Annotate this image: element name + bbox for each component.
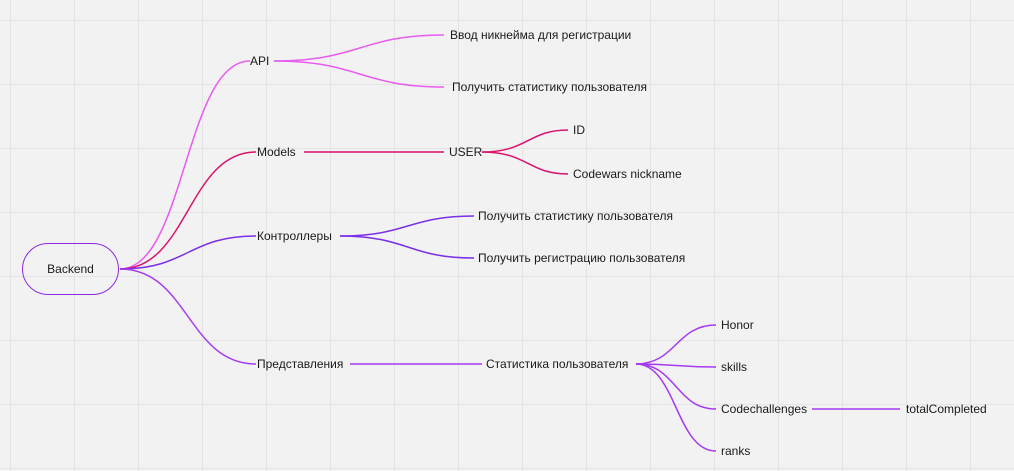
connector-stats-ranks — [635, 363, 717, 452]
node-controllers-get-registration[interactable]: Получить регистрацию пользователя — [478, 251, 686, 265]
node-api[interactable]: API — [250, 54, 270, 68]
connector-stats-codechallenges — [635, 363, 717, 410]
node-views[interactable]: Представления — [257, 357, 344, 371]
node-api-get-stats[interactable]: Получить статистику пользователя — [452, 80, 647, 94]
connector-user-id — [481, 129, 569, 153]
connector-root-views — [119, 268, 257, 365]
connector-root-api — [119, 60, 251, 270]
connector-api-child-1 — [273, 34, 445, 62]
connector-root-controllers — [119, 235, 257, 270]
node-user-id[interactable]: ID — [573, 123, 585, 137]
connector-stats-honor — [635, 324, 717, 365]
node-models[interactable]: Models — [257, 145, 296, 159]
node-user-statistics[interactable]: Статистика пользователя — [486, 357, 629, 371]
node-user[interactable]: USER — [449, 145, 483, 159]
node-user-codewars-nickname[interactable]: Codewars nickname — [573, 167, 682, 181]
connector-controllers-child-2 — [339, 235, 475, 259]
connector-api-child-2 — [273, 60, 445, 88]
node-honor[interactable]: Honor — [721, 318, 754, 332]
node-skills[interactable]: skills — [721, 360, 747, 374]
node-total-completed[interactable]: totalCompleted — [906, 402, 987, 416]
connector-user-nickname — [481, 151, 569, 175]
root-node-backend[interactable]: Backend — [22, 243, 119, 295]
node-api-nickname-input[interactable]: Ввод никнейма для регистрации — [450, 28, 632, 42]
node-controllers-get-stats[interactable]: Получить статистику пользователя — [478, 209, 673, 223]
node-controllers[interactable]: Контроллеры — [257, 229, 332, 243]
connector-root-models — [119, 151, 257, 270]
root-node-label: Backend — [47, 262, 94, 276]
node-ranks[interactable]: ranks — [721, 444, 751, 458]
connector-stats-skills — [635, 363, 717, 368]
connector-controllers-child-1 — [339, 215, 475, 237]
node-codechallenges[interactable]: Codechallenges — [721, 402, 808, 416]
